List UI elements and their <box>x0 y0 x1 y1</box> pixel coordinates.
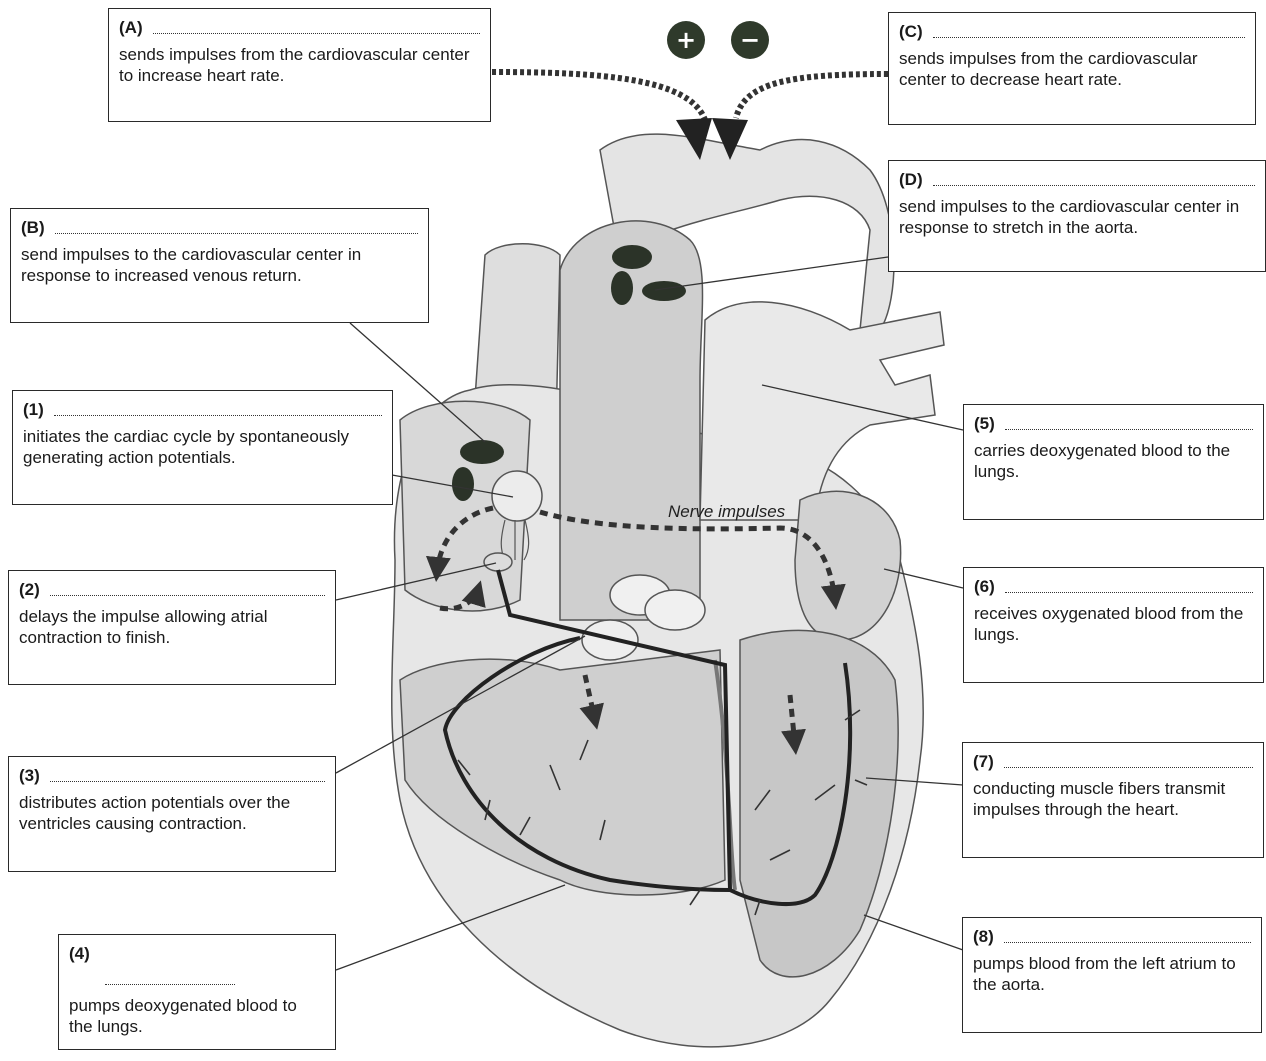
plus-symbol: + <box>667 21 705 59</box>
label-3-tag: (3) <box>19 765 40 786</box>
label-6-tag: (6) <box>974 576 995 597</box>
label-1: (1) initiates the cardiac cycle by spont… <box>12 390 393 505</box>
label-2-text: delays the impulse allowing atrial contr… <box>19 606 325 648</box>
label-7-text: conducting muscle fibers transmit impuls… <box>973 778 1253 820</box>
label-8-tag: (8) <box>973 926 994 947</box>
valve <box>645 590 705 630</box>
minus-symbol: − <box>731 21 769 59</box>
answer-blank[interactable] <box>1004 755 1253 768</box>
heart-illustration <box>392 134 944 1047</box>
label-1-tag: (1) <box>23 399 44 420</box>
answer-blank[interactable] <box>105 972 235 985</box>
label-A-text: sends impulses from the cardiovascular c… <box>119 44 480 86</box>
label-8: (8) pumps blood from the left atrium to … <box>962 917 1262 1033</box>
answer-blank[interactable] <box>1005 417 1253 430</box>
svg-text:−: − <box>740 26 760 54</box>
answer-blank[interactable] <box>54 403 382 416</box>
parasympathetic-arrow <box>736 74 888 118</box>
autonomic-arrows <box>492 72 888 120</box>
label-A: (A) sends impulses from the cardiovascul… <box>108 8 491 122</box>
answer-blank[interactable] <box>153 21 480 34</box>
label-D: (D) send impulses to the cardiovascular … <box>888 160 1266 272</box>
label-7-tag: (7) <box>973 751 994 772</box>
sa-node <box>492 471 542 521</box>
label-C: (C) sends impulses from the cardiovascul… <box>888 12 1256 125</box>
answer-blank[interactable] <box>1005 580 1253 593</box>
label-D-tag: (D) <box>899 169 923 190</box>
leader-8 <box>864 915 963 950</box>
label-A-tag: (A) <box>119 17 143 38</box>
answer-blank[interactable] <box>55 221 418 234</box>
label-C-tag: (C) <box>899 21 923 42</box>
label-6-text: receives oxygenated blood from the lungs… <box>974 603 1253 645</box>
label-5-text: carries deoxygenated blood to the lungs. <box>974 440 1253 482</box>
label-4: (4) pumps deoxygenated blood to the lung… <box>58 934 336 1050</box>
label-B: (B) send impulses to the cardiovascular … <box>10 208 429 323</box>
answer-blank[interactable] <box>50 769 325 782</box>
label-2-tag: (2) <box>19 579 40 600</box>
svg-text:+: + <box>676 26 696 54</box>
label-3: (3) distributes action potentials over t… <box>8 756 336 872</box>
answer-blank[interactable] <box>933 173 1255 186</box>
label-6: (6) receives oxygenated blood from the l… <box>963 567 1264 683</box>
av-node <box>484 553 512 571</box>
answer-blank[interactable] <box>933 25 1245 38</box>
label-3-text: distributes action potentials over the v… <box>19 792 325 834</box>
answer-blank[interactable] <box>50 583 325 596</box>
label-D-text: send impulses to the cardiovascular cent… <box>899 196 1255 238</box>
label-C-text: sends impulses from the cardiovascular c… <box>899 48 1245 90</box>
label-B-tag: (B) <box>21 217 45 238</box>
label-5: (5) carries deoxygenated blood to the lu… <box>963 404 1264 520</box>
label-2: (2) delays the impulse allowing atrial c… <box>8 570 336 685</box>
label-8-text: pumps blood from the left atrium to the … <box>973 953 1251 995</box>
label-B-text: send impulses to the cardiovascular cent… <box>21 244 418 286</box>
sympathetic-arrow <box>492 72 705 120</box>
answer-blank[interactable] <box>1004 930 1251 943</box>
label-4-text: pumps deoxygenated blood to the lungs. <box>69 995 325 1037</box>
label-1-text: initiates the cardiac cycle by spontaneo… <box>23 426 382 468</box>
label-5-tag: (5) <box>974 413 995 434</box>
label-7: (7) conducting muscle fibers transmit im… <box>962 742 1264 858</box>
nerve-impulses-label: Nerve impulses <box>668 502 785 522</box>
label-4-tag: (4) <box>69 943 90 964</box>
